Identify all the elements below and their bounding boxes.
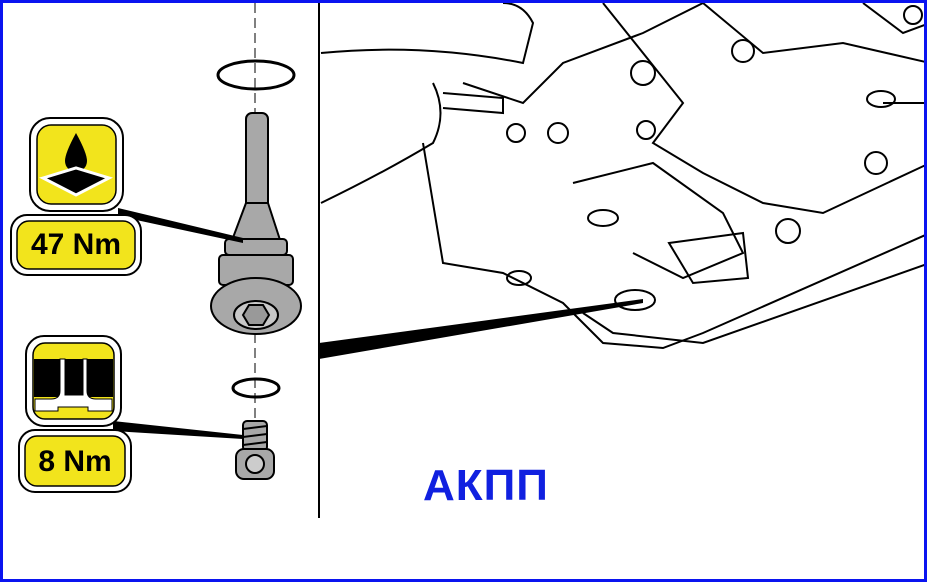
leader-47 xyxy=(118,208,243,243)
diagram-caption: АКПП xyxy=(423,461,549,510)
leader-8 xyxy=(113,421,243,439)
o-ring-lower xyxy=(231,377,281,399)
transmission-housing xyxy=(320,3,924,350)
leader-transmission xyxy=(319,299,643,359)
tighten-torque-icon xyxy=(25,335,122,427)
torque-badge-8 xyxy=(18,429,132,493)
o-ring-upper xyxy=(216,59,296,91)
sealant-icon xyxy=(29,117,124,212)
drain-plug xyxy=(210,112,302,335)
transmission-illustration xyxy=(10,3,924,518)
torque-value-bolt: 8 Nm xyxy=(38,445,112,478)
torque-value-plug: 47 Nm xyxy=(30,228,122,261)
bolt xyxy=(235,420,275,480)
torque-badge-47 xyxy=(10,214,142,276)
